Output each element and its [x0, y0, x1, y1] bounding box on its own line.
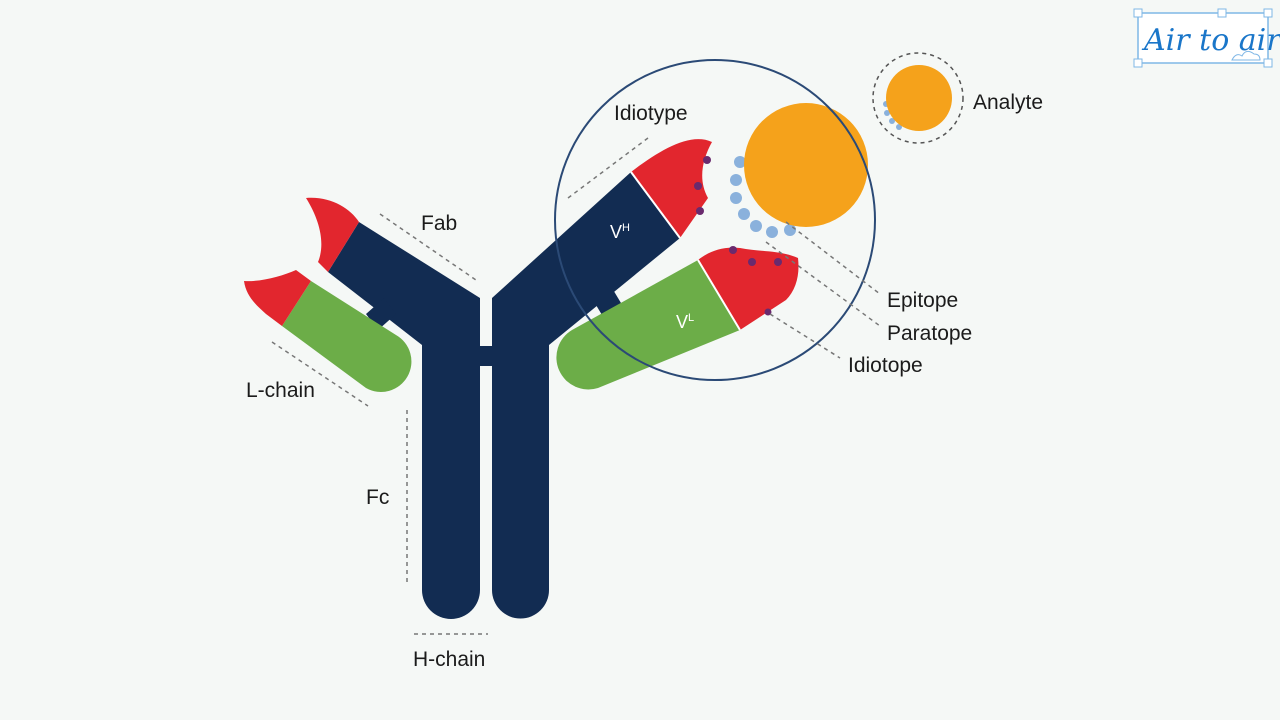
idiotope-dot — [696, 207, 704, 215]
vl-label: V — [676, 312, 688, 332]
analyte-icon-bump — [884, 110, 890, 116]
paratope-bump — [738, 208, 750, 220]
light-chain-tip-left — [244, 270, 311, 326]
idiotope-leader — [769, 313, 841, 359]
logo-cloud-icon — [1231, 50, 1261, 61]
heavy-chain-arm-right — [492, 172, 680, 345]
analyte-label: Analyte — [973, 91, 1043, 114]
heavy-chain-tip-left — [306, 197, 359, 272]
hinge-gap-lower — [480, 334, 492, 344]
logo-frame — [1137, 12, 1269, 64]
paratope-bump — [766, 226, 778, 238]
logo-corner — [1133, 8, 1143, 18]
light-chain-right — [556, 260, 740, 390]
idiotope-dot — [748, 258, 756, 266]
idiotope-label: Idiotope — [848, 354, 923, 377]
epitope-leader — [785, 221, 881, 295]
epitope-label: Epitope — [887, 289, 958, 312]
l-chain-label: L-chain — [246, 379, 315, 402]
hinge-bridge — [478, 346, 494, 366]
vh-divider — [630, 171, 681, 239]
logo-text: Air to air — [1141, 23, 1280, 58]
paratope-bump — [730, 192, 742, 204]
zoom-circle — [554, 59, 876, 381]
logo-corner — [1263, 8, 1273, 18]
analyte-icon-bump — [889, 118, 895, 124]
analyte-bound — [744, 103, 868, 227]
idiotope-dot — [703, 156, 711, 164]
vl-sup: L — [688, 312, 694, 324]
logo: Air to air — [1133, 8, 1280, 68]
analyte-icon-outline — [872, 52, 964, 144]
vh-sup: H — [622, 222, 630, 234]
leader-lines — [271, 137, 881, 635]
heavy-chain-tip-right — [631, 139, 712, 238]
logo-corner — [1263, 58, 1273, 68]
hinge-gap-upper — [480, 318, 492, 324]
paratope-bump — [734, 156, 746, 168]
heavy-chain — [328, 172, 680, 619]
analyte-icon-bump — [896, 124, 902, 130]
idiotope-dot — [774, 258, 782, 266]
heavy-chain-stem-left — [422, 315, 480, 619]
vh-label: V — [610, 222, 622, 242]
analyte-icon — [886, 65, 952, 131]
h-chain-label: H-chain — [413, 648, 485, 671]
idiotope-dots — [694, 156, 782, 316]
fab-label: Fab — [421, 212, 457, 235]
logo-corner — [1217, 8, 1227, 18]
paratope-label: Paratope — [887, 322, 972, 345]
paratope-bump — [730, 174, 742, 186]
idiotope-dot — [694, 182, 702, 190]
idiotope-dot — [764, 308, 772, 316]
paratope-bump — [750, 220, 762, 232]
idiotype-label: Idiotype — [614, 102, 688, 125]
logo-corner — [1133, 58, 1143, 68]
heavy-chain-stem-right — [492, 315, 549, 619]
paratope-bumps — [730, 156, 796, 238]
l-chain-leader — [271, 341, 369, 407]
light-chain-tip-right — [698, 247, 799, 330]
idiotype-leader — [567, 137, 649, 199]
light-chain-left — [282, 281, 412, 392]
vl-divider — [697, 259, 741, 331]
fc-label: Fc — [366, 486, 389, 509]
fab-leader — [379, 213, 477, 281]
idiotope-dot — [729, 246, 737, 254]
heavy-chain-arm-left — [328, 222, 480, 345]
